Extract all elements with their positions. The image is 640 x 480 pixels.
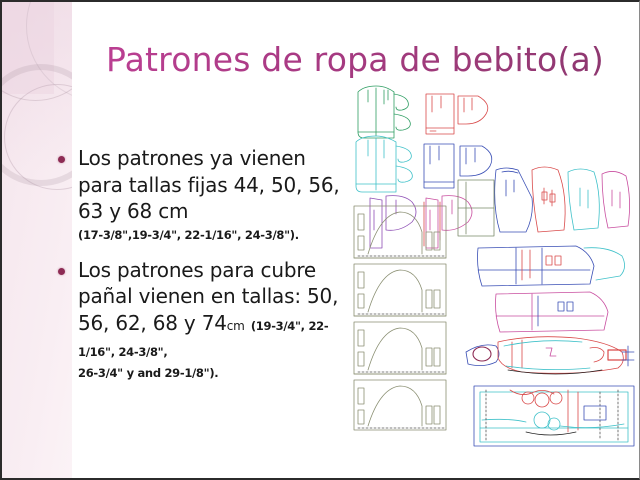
bullet-main-text: Los patrones ya vienen para tallas fijas… bbox=[78, 146, 340, 224]
page-title: Patrones de ropa de bebito(a) bbox=[106, 40, 604, 79]
bullet-sub-line-2: 26-3/4" y and 29-1/8"). bbox=[78, 366, 219, 380]
list-item: Los patrones para cubre pañal vienen en … bbox=[54, 257, 344, 385]
bullet-marker-icon bbox=[58, 156, 65, 163]
bullet-sub-text: (17-3/8",19-3/4", 22-1/16", 24-3/8"). bbox=[78, 227, 299, 242]
decorative-sidebar bbox=[2, 2, 72, 478]
bullet-main-text: Los patrones para cubre pañal vienen en … bbox=[78, 257, 344, 363]
bullet-list: Los patrones ya vienen para tallas fijas… bbox=[54, 145, 344, 385]
sewing-pattern-sheet bbox=[346, 80, 636, 452]
sewing-pattern-illustration bbox=[353, 85, 635, 447]
list-item: Los patrones ya vienen para tallas fijas… bbox=[54, 145, 344, 247]
bullet-sub-line-1: (19-3/4", 22-1/16", 24-3/8", bbox=[78, 318, 329, 360]
bullet-marker-icon bbox=[58, 267, 65, 275]
bullet-unit-label: cm bbox=[226, 318, 245, 333]
bullet-main-span: Los patrones para cubre pañal vienen en … bbox=[78, 257, 339, 335]
